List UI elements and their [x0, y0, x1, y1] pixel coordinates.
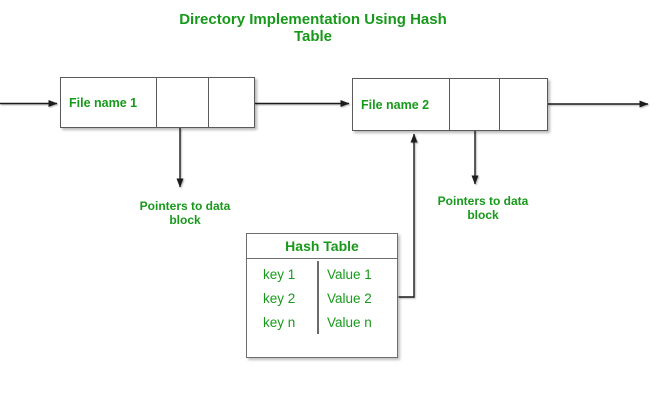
hash-table-body: key 1 Value 1 key 2 Value 2 key n Value …: [247, 259, 397, 357]
file-entry-1-name-cell: File name 1: [69, 95, 138, 110]
file-entry-1-pointer-cell-a: [156, 78, 208, 127]
hashtable-to-file2-arrow: [398, 133, 418, 298]
file-entry-2-pointer-cell-a: [449, 79, 499, 130]
file-entry-2-box: File name 2: [352, 78, 548, 131]
file-entry-2-pointer-cell-b: [499, 79, 547, 130]
file-entry-2-name-cell: File name 2: [361, 97, 430, 112]
hash-table-row: key 1 Value 1: [247, 262, 397, 286]
hash-table-title: Hash Table: [247, 234, 397, 259]
hash-table: Hash Table key 1 Value 1 key 2 Value 2 k…: [246, 233, 398, 358]
pointer-label-2: Pointers to data block: [437, 194, 529, 222]
hash-table-row: key n Value n: [247, 310, 397, 334]
pointer-label-1: Pointers to data block: [139, 199, 231, 227]
hash-key-cell: key n: [263, 314, 296, 330]
hash-table-column-divider: [317, 261, 319, 334]
hash-key-cell: key 1: [263, 266, 296, 282]
hash-key-cell: key 2: [263, 290, 296, 306]
hash-value-cell: Value 2: [327, 290, 372, 306]
file-entry-1-pointer-cell-b: [208, 78, 254, 127]
file-entry-1-box: File name 1: [60, 77, 255, 128]
hash-table-row: key 2 Value 2: [247, 286, 397, 310]
hash-value-cell: Value n: [327, 314, 372, 330]
hash-value-cell: Value 1: [327, 266, 372, 282]
diagram-title: Directory Implementation Using Hash Tabl…: [179, 11, 447, 45]
